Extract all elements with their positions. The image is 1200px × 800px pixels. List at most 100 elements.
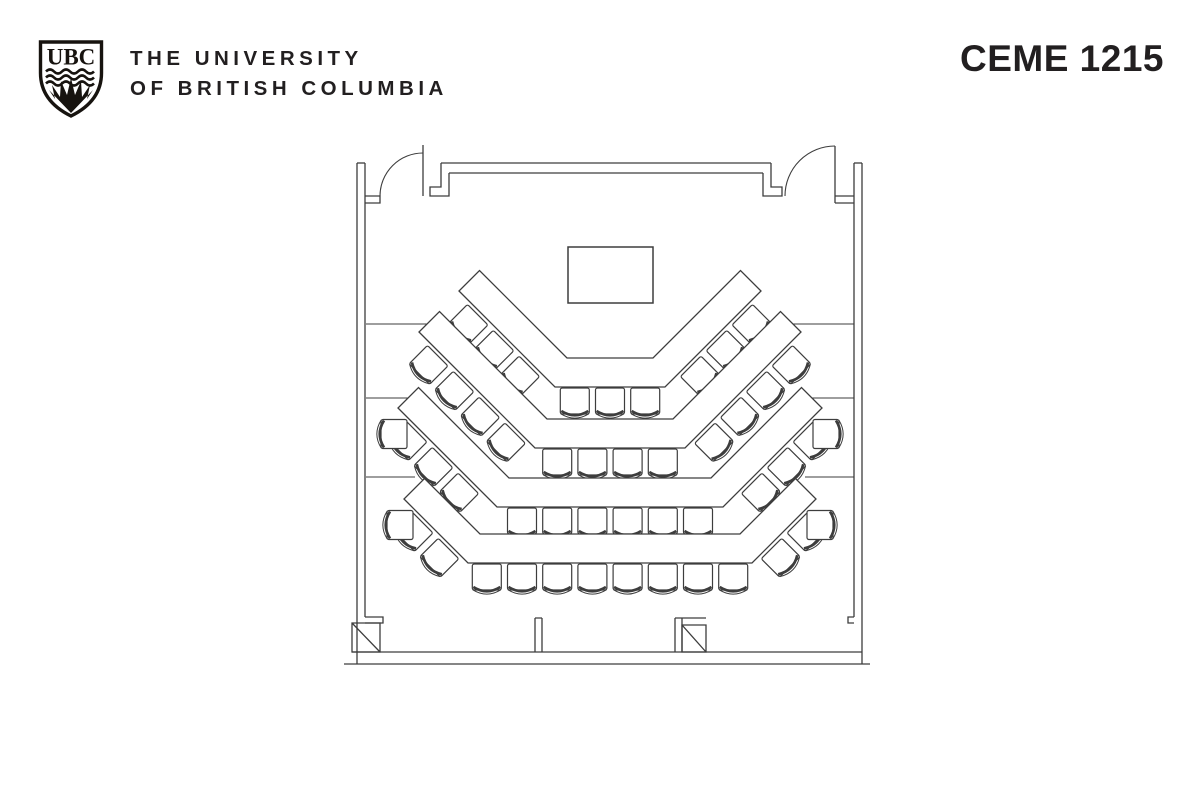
seat-back-line [779,556,801,578]
table-band-row-4 [403,477,817,564]
seat-pan [806,509,834,541]
table-band-row-1 [458,269,762,388]
seat-back-line [648,589,678,595]
seat-back [488,439,509,461]
seat [413,447,453,487]
wall-tick-bottom-left [365,616,384,624]
seat-pan [542,448,573,476]
university-name-line2: OF BRITISH COLUMBIA [130,77,448,100]
seat [612,448,643,480]
seat-pan [380,418,408,450]
seat [647,563,678,595]
seat-back-line [434,389,456,411]
seat-back [410,362,432,383]
seat-pan [471,563,502,591]
seat-pan [647,563,678,591]
seat-back-line [595,413,625,419]
seat-back-line [419,556,441,578]
crest-sunburst [49,78,93,113]
seat-back [711,439,732,461]
seat [382,509,414,541]
door-jamb-pier-right [762,163,783,197]
seat-back-line [630,413,660,419]
seat-back [472,585,502,593]
seat-back-line [409,363,430,385]
seat-pan [647,448,678,476]
seat-back [542,470,572,478]
seat-back-line [460,415,482,436]
seat [694,423,734,462]
seat [577,448,608,480]
seat-pan [812,418,840,450]
seat [577,563,608,595]
wall-notch-right [847,616,854,624]
table-band-row-2 [418,310,802,449]
ubc-crest-logo: UBC [38,40,104,118]
seat-pan [506,563,538,591]
seat-pan [612,563,643,591]
room-code-label: CEME 1215 [960,38,1164,79]
seat [718,563,749,595]
seat [630,387,661,419]
seat-back-line [613,589,642,595]
seat [434,371,474,411]
header: UBC THE UNIVERSITY OF BRITISH COLUMBIA C… [0,0,1200,130]
seat-back-line [486,441,507,462]
door-jamb-right [834,195,854,204]
seat-pan [577,507,608,535]
seat [376,418,408,450]
seat [419,538,459,578]
table-band-row-3 [397,386,823,508]
seat-back-line [790,363,811,385]
door-jamb-left [365,195,381,204]
seat-pan [647,507,678,535]
seat-back-line [832,510,838,540]
seat-back [378,419,386,449]
column-bottom-left [351,622,381,653]
seat [682,563,714,595]
door-jamb-pier-left [429,163,450,197]
seat-back [762,387,784,409]
seat [806,509,838,541]
seat-back [648,585,678,593]
seat-back [542,585,572,593]
seat-back [421,554,443,576]
seat-pan [577,448,608,476]
seat-back [578,470,607,478]
seat [542,563,573,595]
podium-table [567,246,654,304]
seat-pan [386,509,414,541]
seat-back [384,510,392,540]
seat [772,345,811,385]
university-name-line1: THE UNIVERSITY [130,47,363,70]
seat-pan [506,507,538,535]
seat-pan [594,387,626,415]
seat-back-line [560,413,590,419]
seat-back [828,510,836,540]
seat-pan [542,507,573,535]
seat [506,563,538,595]
seat-back [415,463,437,485]
column-bottom-right [681,624,707,653]
seat-pan [682,563,714,591]
door-swing-right [784,145,836,197]
seat-back-line [764,389,786,411]
seat-back-line [382,510,388,540]
seat-back [683,585,713,593]
seat-pan [718,563,749,591]
seat-back-line [738,415,760,436]
seat-back-line [507,589,537,595]
seat-back [737,413,758,435]
seat-back [630,409,660,417]
seat-pan [559,387,590,415]
seat-back-line [376,419,382,449]
seat [612,563,643,595]
seat [647,448,678,480]
seat-back-line [718,589,748,595]
seat-back [578,585,607,593]
seat-back [834,419,842,449]
seat-pan [630,387,661,415]
